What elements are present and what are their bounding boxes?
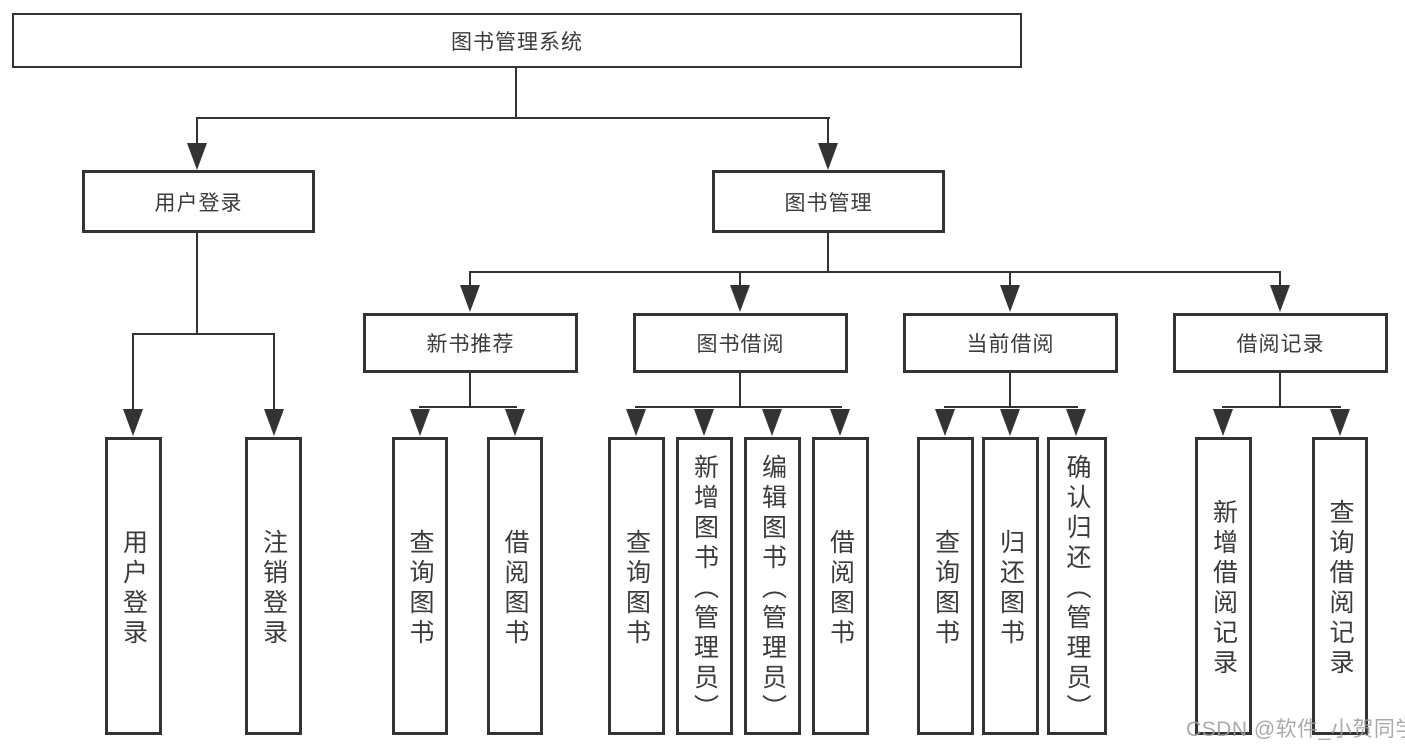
arrow-down-icon — [460, 285, 480, 312]
leaf-query-books-borrowing: 查询图书 — [608, 437, 665, 735]
arrow-down-icon — [1330, 409, 1350, 436]
leaf-query-borrow-record-label: 查询借阅记录 — [1326, 498, 1354, 679]
node-root: 图书管理系统 — [12, 13, 1022, 68]
node-root-label: 图书管理系统 — [451, 30, 583, 54]
connector-line — [273, 333, 275, 410]
connector-line — [132, 333, 134, 410]
node-current-borrowing-label: 当前借阅 — [966, 333, 1055, 356]
connector-line — [196, 117, 198, 145]
node-current-borrowing: 当前借阅 — [903, 313, 1118, 373]
leaf-add-book-admin-label: 新增图书（管理员） — [690, 453, 719, 724]
arrow-down-icon — [1270, 285, 1290, 312]
leaf-logout: 注销登录 — [245, 437, 302, 735]
connector-line — [469, 271, 1281, 273]
connector-line — [469, 271, 471, 287]
arrow-down-icon — [505, 409, 525, 436]
arrow-down-icon — [762, 409, 782, 436]
arrow-down-icon — [264, 409, 284, 436]
leaf-confirm-return-admin: 确认归还（管理员） — [1047, 437, 1107, 735]
node-user-login-label: 用户登录 — [154, 191, 243, 215]
leaf-query-books-current: 查询图书 — [917, 437, 974, 735]
arrow-down-icon — [410, 409, 430, 436]
connector-line — [1009, 271, 1011, 287]
leaf-user-login-label: 用户登录 — [119, 528, 148, 649]
node-borrow-records-label: 借阅记录 — [1236, 333, 1325, 356]
connector-line — [739, 373, 741, 408]
leaf-borrow-books-recommend: 借阅图书 — [487, 437, 543, 735]
leaf-edit-book-admin-label: 编辑图书（管理员） — [758, 453, 787, 724]
leaf-query-books-recommend-label: 查询图书 — [406, 528, 434, 649]
connector-line — [469, 373, 471, 408]
connector-line — [1279, 373, 1281, 408]
leaf-confirm-return-admin-label: 确认归还（管理员） — [1063, 453, 1091, 724]
arrow-down-icon — [935, 409, 955, 436]
leaf-query-books-borrowing-label: 查询图书 — [622, 528, 651, 649]
arrow-down-icon — [818, 143, 838, 170]
arrow-down-icon — [830, 409, 850, 436]
arrow-down-icon — [1000, 409, 1020, 436]
leaf-add-borrow-record-label: 新增借阅记录 — [1209, 498, 1238, 679]
connector-line — [635, 406, 842, 408]
leaf-borrow-books-borrowing: 借阅图书 — [812, 437, 869, 735]
connector-line — [944, 406, 1078, 408]
connector-line — [739, 271, 741, 287]
arrow-down-icon — [123, 409, 143, 436]
leaf-user-login: 用户登录 — [105, 437, 162, 735]
arrow-down-icon — [694, 409, 714, 436]
arrow-down-icon — [730, 285, 750, 312]
leaf-query-borrow-record: 查询借阅记录 — [1312, 437, 1368, 735]
connector-line — [1009, 373, 1011, 408]
leaf-borrow-books-borrowing-label: 借阅图书 — [826, 528, 855, 649]
node-book-management-label: 图书管理 — [784, 191, 873, 215]
leaf-borrow-books-recommend-label: 借阅图书 — [501, 528, 529, 649]
node-book-borrowing-label: 图书借阅 — [696, 333, 785, 356]
connector-line — [196, 117, 830, 119]
leaf-add-book-admin: 新增图书（管理员） — [676, 437, 733, 735]
leaf-query-books-current-label: 查询图书 — [931, 528, 960, 649]
connector-line — [1222, 406, 1341, 408]
arrow-down-icon — [626, 409, 646, 436]
node-new-book-recommend-label: 新书推荐 — [426, 333, 515, 356]
leaf-query-books-recommend: 查询图书 — [392, 437, 448, 735]
leaf-edit-book-admin: 编辑图书（管理员） — [744, 437, 801, 735]
arrow-down-icon — [1066, 409, 1086, 436]
leaf-add-borrow-record: 新增借阅记录 — [1195, 437, 1252, 735]
arrow-down-icon — [187, 143, 207, 170]
node-new-book-recommend: 新书推荐 — [363, 313, 578, 373]
node-book-management: 图书管理 — [712, 170, 945, 233]
connector-line — [827, 117, 829, 145]
connector-line — [196, 233, 198, 334]
leaf-return-book-label: 归还图书 — [996, 528, 1025, 649]
leaf-logout-label: 注销登录 — [259, 528, 288, 649]
node-user-login: 用户登录 — [82, 170, 315, 233]
csdn-watermark: CSDN @软件_小贺同学 — [1186, 718, 1405, 741]
connector-line — [827, 233, 829, 273]
connector-line — [515, 68, 517, 119]
leaf-return-book: 归还图书 — [982, 437, 1039, 735]
arrow-down-icon — [1000, 285, 1020, 312]
connector-line — [132, 333, 275, 335]
node-borrow-records: 借阅记录 — [1173, 313, 1388, 373]
node-book-borrowing: 图书借阅 — [633, 313, 848, 373]
connector-line — [419, 406, 517, 408]
arrow-down-icon — [1213, 409, 1233, 436]
connector-line — [1279, 271, 1281, 287]
